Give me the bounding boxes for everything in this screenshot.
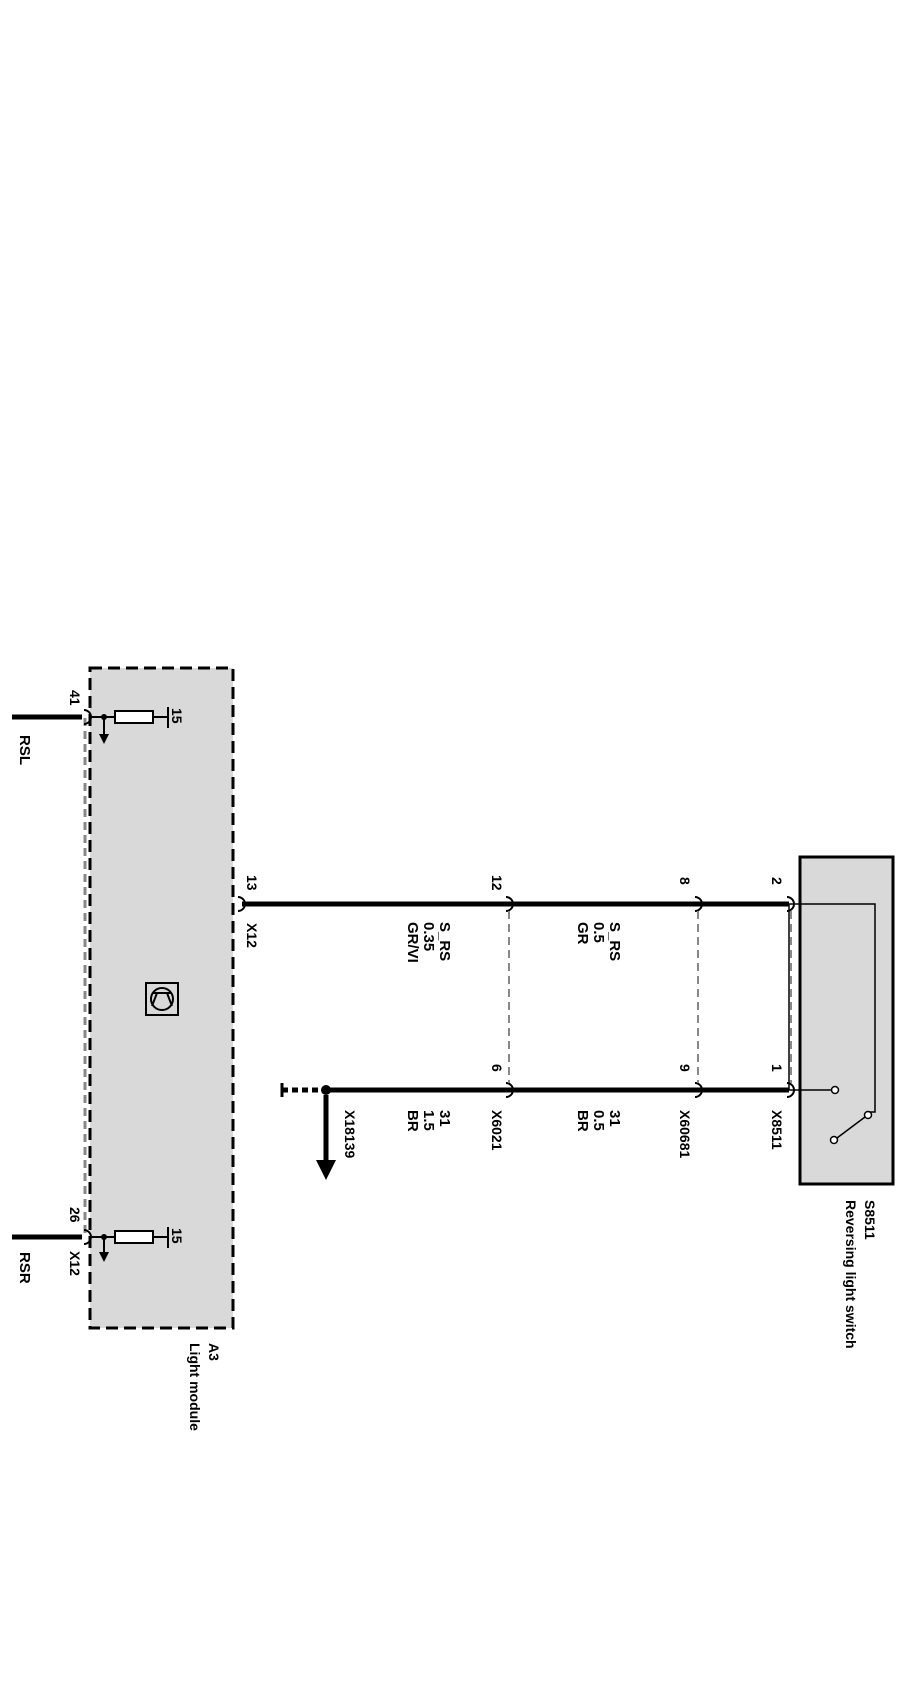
pin-2-label: 2 [769,877,785,885]
switch-name: Reversing light switch [843,1200,859,1349]
connector-x6021-label: X6021 [489,1110,505,1151]
connector-x60681-label: X60681 [677,1110,693,1158]
wire-lower-size: 0.35 [420,922,437,951]
ground-splice [321,1085,331,1095]
pin-9-connector-icon [694,1082,703,1098]
ground-upper-terminal: 31 [606,1110,623,1127]
wire-lower-name: S_RS [436,922,453,961]
pin-6-connector-icon [505,1082,514,1098]
switch-contact-icon [788,903,876,1145]
ground-lower-size: 1.5 [420,1110,437,1131]
ground-lower-terminal: 31 [436,1110,453,1127]
ground-lower-color: BR [404,1110,421,1132]
pin-2-connector-icon [786,896,795,912]
pin-6-label: 6 [489,1064,505,1072]
connector-x12-bottom-label: X12 [67,1251,83,1276]
switch-box [798,855,895,1186]
pin-8-connector-icon [694,896,703,912]
pin-8-label: 8 [677,877,693,885]
pin-13-label: 13 [244,875,260,891]
pull-up-resistor-top-icon [90,707,169,744]
rsl-label: RSL [16,735,33,765]
connector-x18139-label: X18139 [342,1110,358,1158]
pin-15-top-label: 15 [169,708,185,724]
pin-12-connector-icon [505,896,514,912]
wire-upper-color: GR [574,922,591,945]
wire-upper-name: S_RS [606,922,623,961]
light-module-name: Light module [187,1343,203,1431]
connector-x8511-label: X8511 [769,1110,785,1150]
light-module-box [88,666,235,1330]
light-module-ref: A3 [206,1343,222,1361]
wire-lower-color: GR/VI [404,922,421,963]
pin-15-bottom-label: 15 [169,1228,185,1244]
pin-1-connector-icon [786,1082,795,1098]
wire-upper-size: 0.5 [590,922,607,943]
pin-12-label: 12 [489,875,505,891]
rsr-label: RSR [16,1252,33,1284]
pin-9-label: 9 [677,1064,693,1072]
pin-1-label: 1 [769,1064,785,1072]
pin-26-label: 26 [67,1207,83,1223]
transistor-icon [145,982,179,1016]
pull-up-resistor-bottom-icon [90,1227,169,1262]
switch-ref: S8511 [862,1200,878,1240]
ground-upper-color: BR [574,1110,591,1132]
pin-13-connector-icon [237,896,246,912]
ground-arrow-icon [316,1095,336,1180]
pin-41-label: 41 [67,690,83,706]
connector-x12-top-label: X12 [244,923,260,948]
ground-upper-size: 0.5 [590,1110,607,1131]
